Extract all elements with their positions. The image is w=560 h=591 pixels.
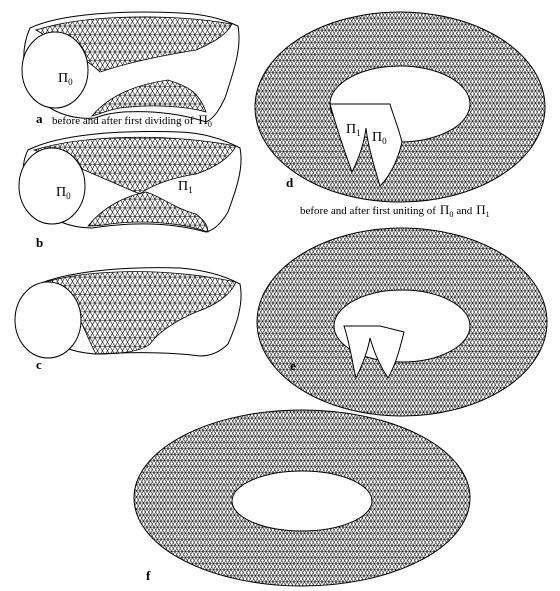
panel-f-label: f: [146, 568, 151, 583]
panel-d-gap: [329, 103, 403, 187]
panel-f-torus-outer: [133, 409, 471, 587]
panel-d-pi1: Π1: [346, 122, 361, 138]
panel-a-label: a: [36, 111, 43, 126]
panel-d: Π1 Π0 d before and after first uniting o…: [254, 11, 546, 219]
panel-d-label: d: [286, 175, 294, 190]
panel-f: f: [133, 409, 471, 587]
panel-d-pi0: Π0: [372, 130, 387, 146]
panel-a-cut-ellipse: [21, 31, 89, 109]
panel-e-torus-outer: [256, 227, 548, 417]
panel-b-cut-ellipse: [18, 147, 86, 225]
panel-c-label: c: [36, 357, 42, 372]
panel-f-torus-hole: [231, 470, 373, 532]
panel-e-gap: [343, 325, 405, 380]
panel-d-torus-outer: [254, 11, 546, 203]
panel-b-pi0: Π0: [56, 185, 71, 201]
panel-b-label: b: [36, 235, 43, 250]
panel-b-mesh-bottom: [87, 191, 209, 233]
panel-b-pi1: Π1: [178, 179, 193, 195]
panel-e: e: [256, 227, 548, 417]
panel-c: c: [14, 267, 242, 372]
panel-c-cut-ellipse: [14, 281, 82, 359]
panel-a-mesh-bottom: [90, 79, 207, 117]
panel-b: Π0 Π1 b: [18, 131, 242, 250]
panel-a-pi0: Π0: [58, 71, 73, 87]
panel-e-label: e: [290, 358, 296, 373]
